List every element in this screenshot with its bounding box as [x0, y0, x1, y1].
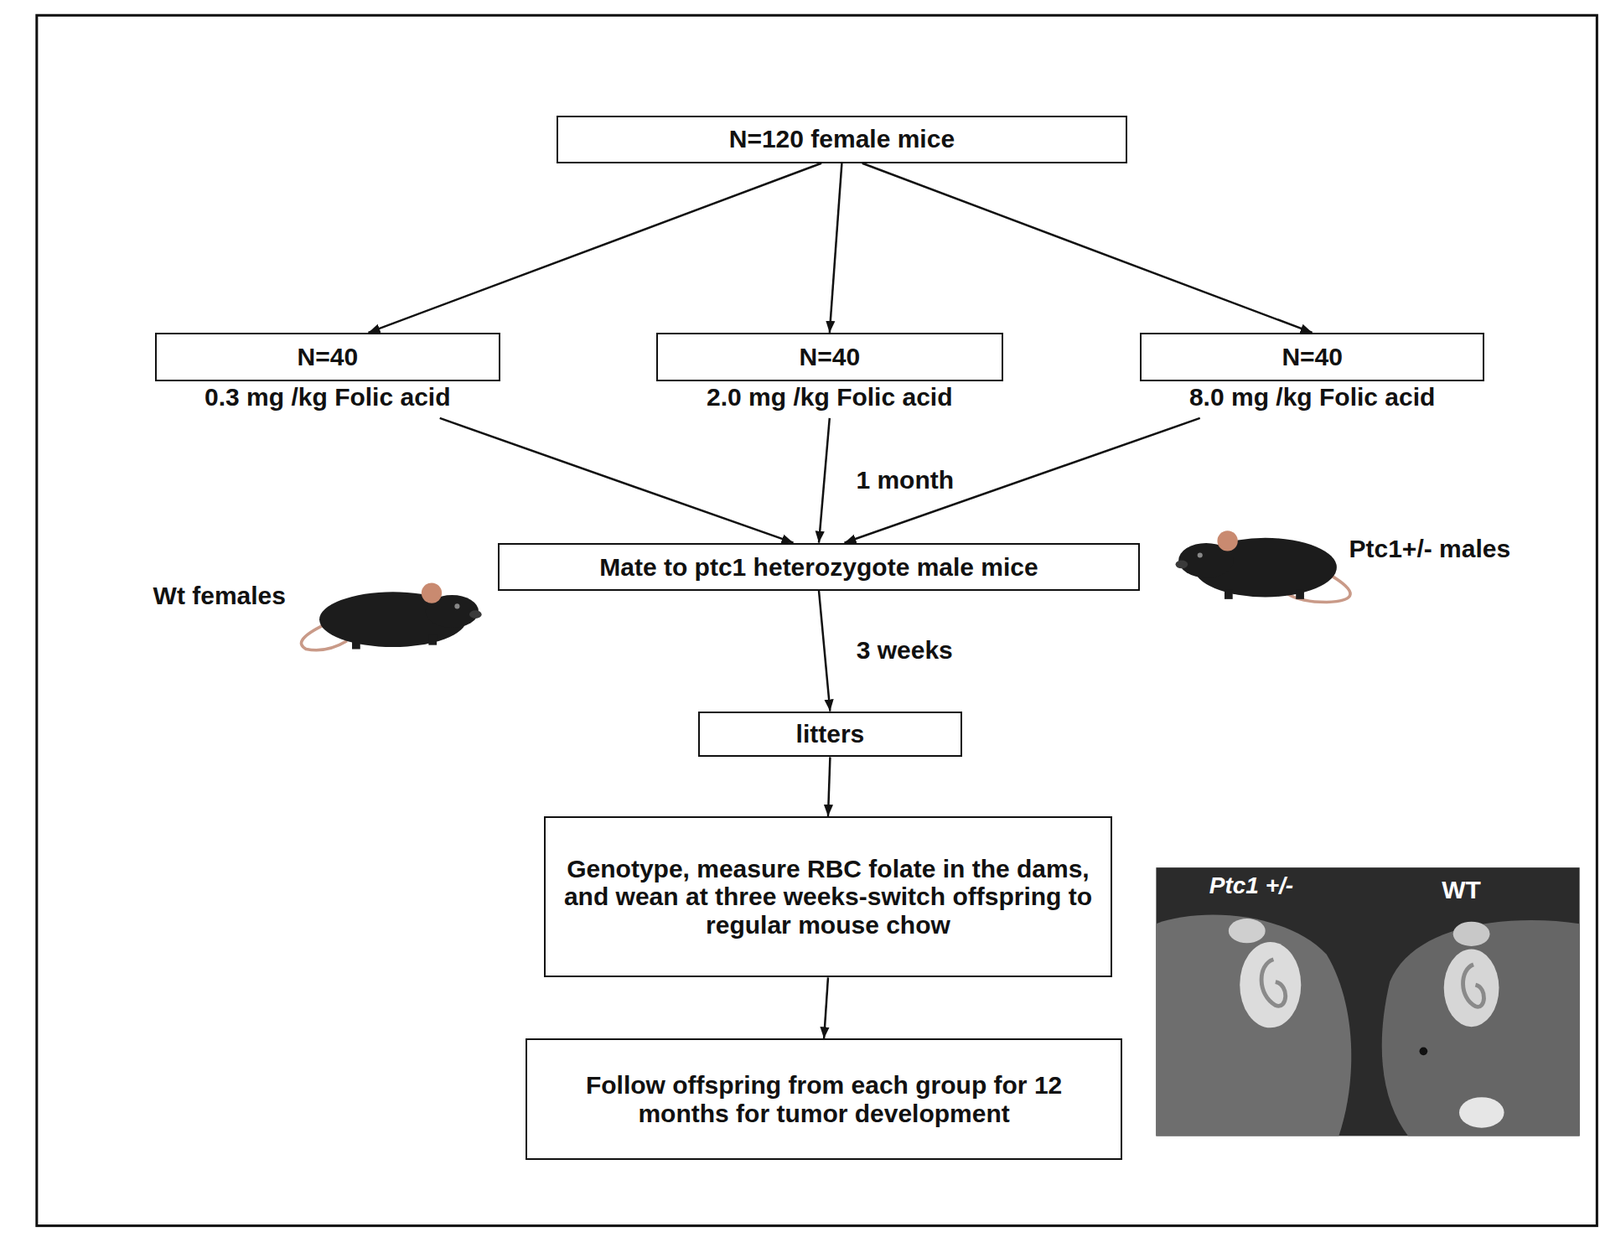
process-box: N=120 female mice: [556, 115, 1129, 164]
dose-label: 2.0 mg /kg Folic acid: [599, 383, 1061, 412]
process-box: Follow offspring from each group for 12 …: [525, 1038, 1123, 1160]
photo-label: Ptc1 +/-: [1209, 872, 1294, 900]
mouse-leg: [1295, 590, 1305, 600]
photo: [1155, 867, 1580, 1136]
box-text: litters: [796, 719, 865, 749]
mouse-eye: [1197, 552, 1203, 558]
box-text: N=40: [297, 342, 359, 372]
process-box: N=402.0 mg /kg Folic acid: [656, 332, 1004, 382]
mouse-head-photo: [1382, 920, 1580, 1136]
flow-arrow: [844, 418, 1200, 544]
mouse-female: [301, 582, 482, 650]
process-box: N=408.0 mg /kg Folic acid: [1139, 332, 1486, 382]
box-text: N=40: [799, 342, 861, 372]
photo-ground: [1155, 867, 1580, 1136]
mouse-eye-photo: [1419, 1046, 1429, 1056]
flow-arrow: [818, 590, 830, 712]
mouse-snout: [469, 610, 482, 619]
box-text: Follow offspring from each group for 12 …: [537, 1071, 1111, 1128]
flow-arrow: [862, 163, 1313, 333]
edge-label: 3 weeks: [856, 636, 953, 666]
flow-arrow: [829, 163, 843, 333]
mouse-ear: [421, 582, 442, 603]
flow-arrow: [823, 977, 829, 1039]
box-text: Mate to ptc1 heterozygote male mice: [599, 553, 1038, 582]
box-text: N=40: [1281, 342, 1343, 372]
flow-arrow: [440, 418, 794, 544]
ear-fold: [1463, 964, 1485, 1008]
process-box: N=400.3 mg /kg Folic acid: [155, 332, 501, 382]
mouse-ear: [1216, 530, 1238, 551]
mouse-leg: [352, 641, 361, 650]
dose-label: 8.0 mg /kg Folic acid: [1082, 383, 1543, 412]
fur-tuft: [1453, 921, 1491, 947]
mouse-leg: [1224, 590, 1233, 600]
mouse-paw: [1459, 1097, 1505, 1129]
photo-label: WT: [1441, 875, 1481, 906]
mouse-leg: [428, 634, 437, 645]
process-box: litters: [698, 711, 963, 758]
fur-tuft: [1228, 918, 1266, 943]
mouse-ear-photo: [1444, 949, 1500, 1028]
flow-arrow: [818, 418, 830, 544]
mouse-label: Wt females: [153, 581, 286, 612]
edge-label: 1 month: [855, 466, 954, 496]
mouse-male: [1175, 530, 1352, 602]
process-box: Genotype, measure RBC folate in the dams…: [543, 816, 1113, 978]
flow-arrow: [367, 163, 822, 333]
ear-fold: [1261, 959, 1286, 1007]
flow-arrow: [828, 756, 830, 817]
box-text: N=120 female mice: [729, 124, 955, 154]
mouse-snout: [1175, 560, 1189, 570]
mouse-head-photo: [1155, 915, 1352, 1137]
process-box: Mate to ptc1 heterozygote male mice: [497, 543, 1140, 591]
mouse-label: Ptc1+/- males: [1349, 534, 1512, 565]
dose-label: 0.3 mg /kg Folic acid: [98, 383, 558, 412]
mouse-eye: [454, 603, 460, 609]
box-text: Genotype, measure RBC folate in the dams…: [555, 854, 1101, 940]
mouse-ear-photo: [1239, 942, 1301, 1028]
outer-frame: [36, 15, 1598, 1226]
